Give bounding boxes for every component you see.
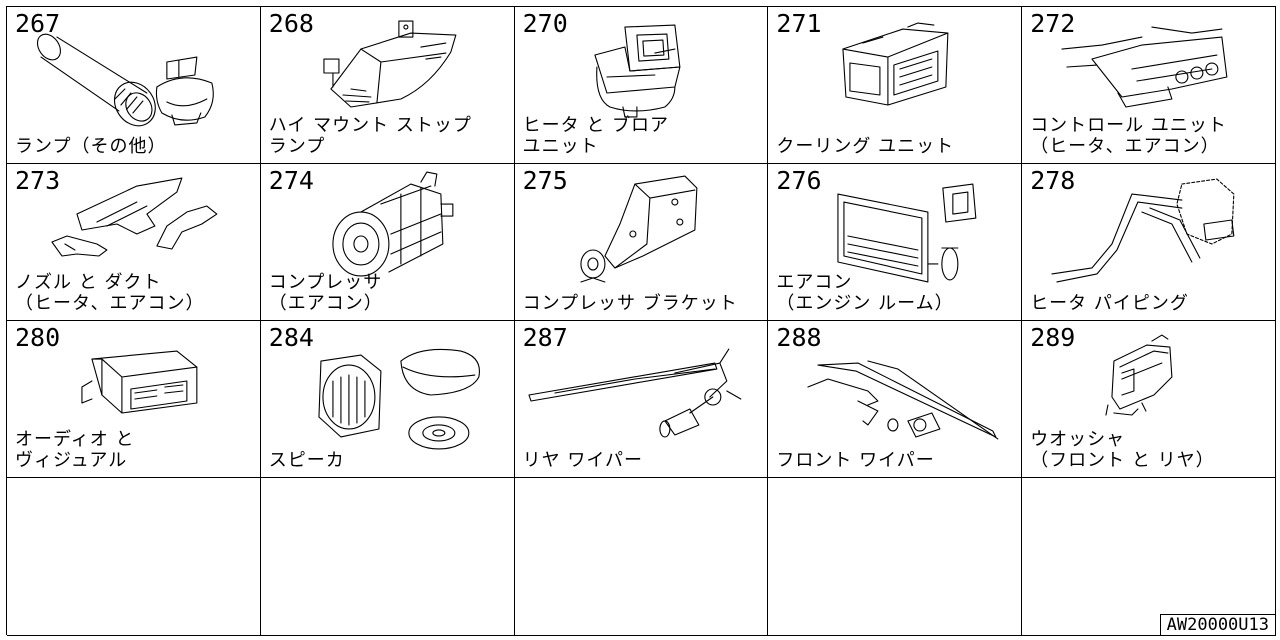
part-label: ヒータ と ブロア ユニット [522,115,670,157]
part-number: 287 [522,323,568,352]
part-label: ランプ（その他） [15,136,167,157]
part-number: 270 [522,9,568,38]
part-label: ノズル と ダクト （ヒータ、エアコン） [15,272,205,314]
cooling-unit-icon [842,22,949,106]
high-mount-stop-lamp-icon [323,20,457,108]
speaker-icon [318,348,480,450]
washer-icon [1105,334,1173,416]
front-wiper-icon [807,360,999,440]
aircon-engine-room-icon [837,183,977,283]
part-label: ヒータ パイピング [1030,293,1189,314]
catalog-cell-270[interactable]: 270 ヒータ と ブロア ユニット [514,7,769,164]
empty-cell [514,478,769,636]
catalog-cell-284[interactable]: 284 スピーカ [260,321,515,478]
nozzle-duct-icon [51,177,218,257]
heater-blower-unit-icon [593,24,681,118]
catalog-cell-273[interactable]: 273 ノズル と ダクト （ヒータ、エアコン） [7,164,261,321]
catalog-cell-289[interactable]: 289 ウオッシャ （フロント と リヤ） [1022,321,1276,478]
part-label: ウオッシャ （フロント と リヤ） [1030,429,1215,471]
heater-piping-icon [1051,178,1235,283]
part-number: 274 [268,166,314,195]
part-number: 271 [776,9,822,38]
catalog-cell-280[interactable]: 280 オーディオ と ヴィジュアル [7,321,261,478]
part-label: リヤ ワイパー [522,450,643,471]
compressor-bracket-icon [579,175,697,283]
lamp-parts-icon [36,33,214,127]
catalog-cell-267[interactable]: 267 ランプ（その他） [7,7,261,164]
part-number: 267 [15,9,61,38]
catalog-cell-288[interactable]: 288 フロント ワイパー [768,321,1023,478]
part-label: ハイ マウント ストップ ランプ [268,115,472,157]
audio-visual-icon [81,350,198,414]
part-number: 284 [268,323,314,352]
catalog-cell-287[interactable]: 287 リヤ ワイパー [514,321,769,478]
catalog-cell-274[interactable]: 274 コンプレッサ （エアコン） [260,164,515,321]
part-label: フロント ワイパー [776,450,935,471]
control-unit-icon [1061,26,1228,108]
catalog-cell-272[interactable]: 272 コントロール ユニット （ヒータ、エアコン） [1022,7,1276,164]
part-number: 288 [776,323,822,352]
part-label: コンプレッサ ブラケット [522,293,738,314]
part-label: コントロール ユニット （ヒータ、エアコン） [1030,115,1227,157]
compressor-icon [332,171,454,277]
empty-cell [768,478,1023,636]
parts-catalog-grid: 267 ランプ（その他） 268 ハイ マウント ストップ ランプ 270 [6,6,1276,636]
part-label: コンプレッサ （エアコン） [268,272,383,314]
part-label: エアコン （エンジン ルーム） [776,272,954,314]
part-number: 272 [1030,9,1076,38]
part-label: クーリング ユニット [776,136,955,157]
part-number: 275 [522,166,568,195]
part-label: オーディオ と ヴィジュアル [15,429,135,471]
catalog-cell-278[interactable]: 278 ヒータ パイピング [1022,164,1276,321]
catalog-cell-275[interactable]: 275 コンプレッサ ブラケット [514,164,769,321]
part-number: 273 [15,166,61,195]
catalog-cell-268[interactable]: 268 ハイ マウント ストップ ランプ [260,7,515,164]
empty-cell [1022,478,1276,636]
part-number: 278 [1030,166,1076,195]
part-number: 276 [776,166,822,195]
rear-wiper-icon [528,348,741,438]
catalog-cell-271[interactable]: 271 クーリング ユニット [768,7,1023,164]
empty-cell [260,478,515,636]
document-code: AW20000U13 [1159,614,1276,636]
catalog-cell-276[interactable]: 276 エアコン （エンジン ルーム） [768,164,1023,321]
empty-cell [7,478,261,636]
part-number: 268 [268,9,314,38]
part-number: 280 [15,323,61,352]
part-label: スピーカ [268,450,345,471]
part-number: 289 [1030,323,1076,352]
